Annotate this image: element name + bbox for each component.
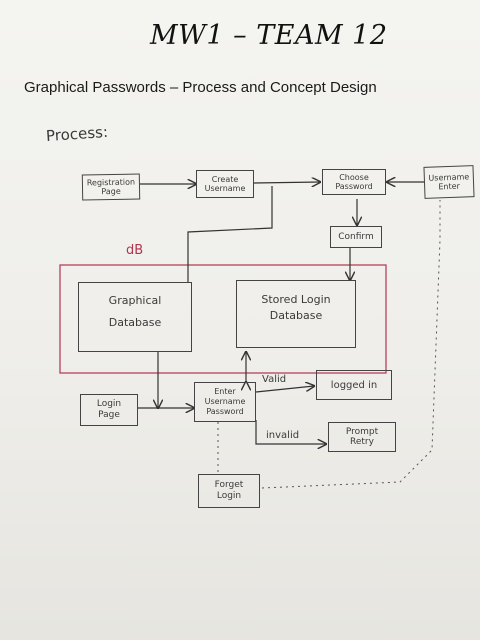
graphical-database-box <box>78 282 192 352</box>
stored-login-database-box <box>236 280 356 348</box>
enter-username-password-box: Enter Username Password <box>194 382 256 422</box>
confirm-box: Confirm <box>330 226 382 248</box>
invalid-label: invalid <box>266 430 300 441</box>
db-label: dB <box>126 243 144 258</box>
arrow-valid-to-loggedin <box>255 386 314 393</box>
valid-label: Valid <box>262 374 287 385</box>
choose-password-box: Choose Password <box>322 169 386 195</box>
arrow-create-to-choose <box>253 182 320 183</box>
db-container <box>59 264 387 374</box>
username-enter-box: Username Enter <box>423 165 475 199</box>
line-graphical-to-create <box>187 186 273 282</box>
login-page-box: Login Page <box>80 394 138 426</box>
arrow-invalid-to-retry <box>255 420 326 444</box>
logged-in-box: logged in <box>316 370 392 400</box>
registration-page-box: Registration Page <box>81 173 141 201</box>
graphical-database-label: Graphical Database <box>108 294 162 329</box>
page-title: MW1 – TEAM 12 <box>150 20 388 51</box>
stored-login-database-label: Stored Login Database <box>261 293 331 322</box>
prompt-retry-box: Prompt Retry <box>328 422 396 452</box>
create-username-box: Create Username <box>196 170 254 198</box>
page-subtitle: Graphical Passwords – Process and Concep… <box>24 79 377 96</box>
forget-login-box: Forget Login <box>198 474 260 508</box>
